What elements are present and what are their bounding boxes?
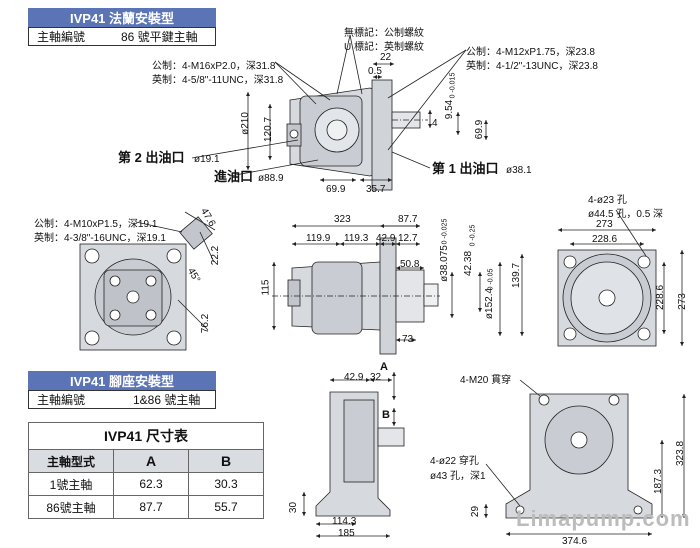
dim-22: 22: [380, 52, 392, 63]
note-imperial-left: 英制：4-5/8"-11UNC，深31.8: [152, 75, 284, 86]
dim-35-7: 35.7: [366, 184, 386, 195]
dim-42-38: 42.38: [463, 250, 475, 277]
dim-119-3: 119.3: [344, 233, 369, 244]
foot-shaft-row: 主軸編號 1&86 號主軸: [28, 390, 216, 409]
dim-22-2: 22.2: [210, 245, 222, 266]
dim-A: A: [380, 361, 388, 373]
note-foot-hole-2: ø43 孔，深1: [430, 471, 486, 482]
foot-mount-title: IVP41 腳座安裝型: [28, 371, 216, 390]
dim-foot-42-9: 42.9: [344, 372, 364, 383]
table-cell-type: 86號主軸: [28, 495, 114, 519]
dim-228-6-top: 228.6: [592, 234, 618, 245]
dim-76-2: 76.2: [200, 313, 212, 334]
foot-shaft-label: 主軸編號: [37, 393, 86, 407]
dim-4: 4: [432, 118, 438, 129]
foot-front-view: [484, 379, 686, 536]
dim-73: 73: [402, 334, 414, 345]
dim-foot-374-6: 374.6: [562, 536, 588, 547]
note-foot-m20: 4-M20 貫穿: [460, 375, 512, 386]
dim-d210: ø210: [239, 112, 251, 135]
dim-120-7: 120.7: [263, 116, 275, 143]
dim-152-4: ø152.4: [484, 287, 496, 320]
table-cell-a: 87.7: [113, 495, 189, 519]
note-imperial-mid: 英制：4-3/8"-16UNC，深19.1: [34, 233, 166, 244]
note-metric-left: 公制：4-M16xP2.0，深31.8: [152, 61, 276, 72]
note-metric-right: 公制：4-M12xP1.75，深23.8: [466, 47, 595, 58]
table-title: IVP41 尺寸表: [28, 422, 264, 450]
dim-152-4-tol: 0 -0.05: [487, 268, 495, 291]
port1-label: 第 1 出油口: [432, 161, 499, 176]
table-cell-b: 30.3: [188, 472, 264, 496]
dim-42-9: 42.9: [376, 233, 396, 244]
port1-dim: ø38.1: [506, 165, 532, 176]
note-u-mark: U 標記：英制螺紋: [344, 42, 424, 53]
mid-side-view: [272, 224, 524, 355]
note-hole-flange-1: 4-ø23 孔: [588, 195, 627, 206]
table-header-a: A: [113, 449, 189, 473]
table-row: 86號主軸 87.7 55.7: [28, 495, 264, 519]
table-cell-type: 1號主軸: [28, 472, 114, 496]
note-hole-flange-2: ø44.5 孔，0.5 深: [588, 209, 664, 220]
flange-shaft-label: 主軸編號: [37, 30, 86, 44]
dim-119-9: 119.9: [306, 233, 331, 244]
note-metric-mid: 公制：4-M10xP1.5，深19.1: [34, 219, 158, 230]
table-cell-b: 55.7: [188, 495, 264, 519]
dim-foot-323-8: 323.8: [675, 440, 687, 467]
dim-12-7: 12.7: [398, 233, 418, 244]
watermark: Limapump.com: [516, 506, 691, 531]
foot-side-view: [302, 372, 405, 538]
port2-dim: ø19.1: [194, 154, 220, 165]
dim-38-075: ø38.075: [438, 245, 450, 282]
mid-left-end-view: [79, 211, 216, 351]
right-flange-front-view: [557, 209, 684, 347]
dim-foot-185: 185: [338, 528, 355, 539]
dim-50-8: 50.8: [400, 259, 420, 270]
flange-shaft-row: 主軸編號 86 號平鍵主軸: [28, 27, 216, 46]
note-no-mark: 無標記：公制螺紋: [344, 28, 424, 39]
dim-323: 323: [334, 214, 351, 225]
dim-38-075-tol: 0 -0.025: [441, 218, 449, 245]
note-foot-hole-1: 4-ø22 穿孔: [430, 456, 479, 467]
dim-273-side: 273: [676, 293, 688, 310]
dim-foot-29: 29: [470, 505, 482, 518]
dim-foot-32: 32: [370, 372, 382, 383]
inlet-label: 進油口: [214, 169, 254, 184]
dim-B: B: [382, 409, 390, 421]
note-imperial-right: 英制：4-1/2"-13UNC，深23.8: [466, 61, 598, 72]
dim-115: 115: [260, 279, 272, 296]
dim-9-54-tol: 0 -0.015: [449, 72, 457, 99]
dim-69-9-vertical: 69.9: [474, 119, 486, 140]
dim-228-6-side: 228.6: [655, 284, 667, 311]
port2-label: 第 2 出油口: [118, 150, 185, 165]
inlet-dim: ø88.9: [258, 173, 284, 184]
dim-foot-114-3: 114.3: [332, 516, 357, 527]
dim-273-top: 273: [596, 219, 613, 230]
table-row: 1號主軸 62.3 30.3: [28, 472, 264, 496]
dimension-table: IVP41 尺寸表 主軸型式 A B 1號主軸 62.3 30.3 86號主軸 …: [28, 422, 264, 519]
foot-shaft-value: 1&86 號主軸: [133, 393, 201, 407]
flange-mount-title: IVP41 法蘭安裝型: [28, 8, 216, 27]
dim-69-9: 69.9: [326, 184, 346, 195]
table-header-type: 主軸型式: [28, 449, 114, 473]
flange-shaft-value: 86 號平鍵主軸: [121, 30, 198, 44]
dim-0-5: 0.5: [368, 66, 382, 77]
dim-9-54: 9.54: [444, 99, 456, 120]
top-flange-side-view: [191, 34, 488, 191]
dim-foot-187-3: 187.3: [653, 468, 665, 495]
table-header-b: B: [188, 449, 264, 473]
dim-87-7: 87.7: [398, 214, 418, 225]
dim-42-38-tol: 0 -0.25: [469, 224, 477, 247]
table-cell-a: 62.3: [113, 472, 189, 496]
dim-139-7: 139.7: [511, 262, 523, 289]
dim-foot-30: 30: [288, 501, 300, 514]
